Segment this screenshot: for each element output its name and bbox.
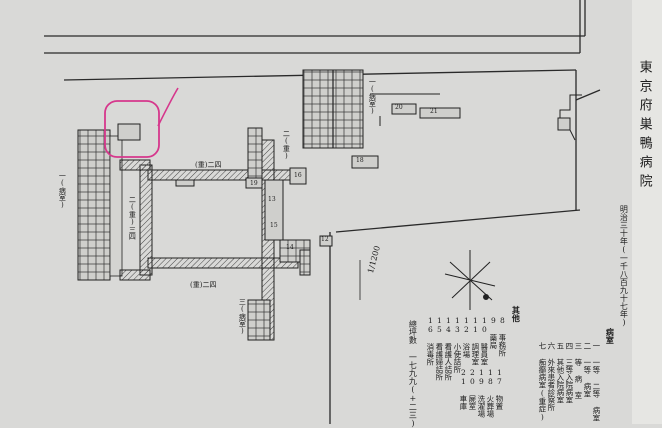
site-boundary bbox=[44, 0, 601, 424]
legend-misc-14: 21 車庫 bbox=[458, 368, 468, 410]
legend-misc-1: 8 事務所 bbox=[497, 316, 507, 357]
legend-room-2: 二 一等 病室 bbox=[582, 342, 592, 398]
legend-misc-3: 10 醫員室 bbox=[479, 316, 489, 366]
central-spine-buildings bbox=[247, 127, 311, 341]
map-title: 東京府巣鴨病院 bbox=[636, 60, 652, 193]
legend-misc-9: 16 消毒所 bbox=[425, 316, 435, 366]
legend-misc-5: 12 浴場 bbox=[461, 316, 471, 358]
room-number: 20 bbox=[395, 104, 403, 111]
legend-room-1: 一 一等 二等 病室 bbox=[591, 342, 601, 422]
legend-misc-4: 11 調理室 bbox=[470, 316, 480, 366]
legend-misc-11: 18 火葬場 bbox=[485, 368, 495, 418]
label-corridor-south: (重)二四 bbox=[190, 281, 217, 289]
legend-room-4: 四 三等入院病室 bbox=[564, 342, 574, 404]
legend-heading-rooms: 病室 bbox=[605, 328, 616, 344]
label-corridor-west: 二(重)三四 bbox=[128, 196, 137, 240]
room-number: 12 bbox=[321, 236, 329, 243]
room-number: 14 bbox=[286, 244, 294, 251]
room-number: 15 bbox=[270, 222, 278, 229]
legend-misc-7: 14 看護人詰所 bbox=[443, 316, 453, 381]
legend-misc-8: 15 看護婦詰所 bbox=[434, 316, 444, 381]
label-corridor-east: 二(重) bbox=[282, 130, 291, 160]
legend-misc-6: 13 小使詰所 bbox=[452, 316, 462, 373]
area-total: 總坪數 一七九九(+二三) bbox=[408, 320, 418, 428]
entrance-structure bbox=[557, 94, 582, 141]
room-number: 18 bbox=[356, 157, 364, 164]
map-subtitle: 明治三十年(一千八百九十七年) bbox=[619, 205, 629, 327]
legend-misc-10: 17 物置 bbox=[494, 368, 504, 410]
label-corridor-north: (重)二四 bbox=[195, 161, 222, 169]
legend-room-3: 三 等 病 室 bbox=[573, 342, 583, 399]
pink-annotation-circle bbox=[104, 87, 179, 158]
page-edge bbox=[632, 0, 662, 424]
room-number: 13 bbox=[268, 196, 276, 203]
legend-heading-misc: 其他 bbox=[511, 306, 522, 322]
room-number: 19 bbox=[250, 180, 258, 187]
legend-misc-12: 19 洗濯場 bbox=[476, 368, 486, 418]
legend-room-6: 六 外來患者診察所 bbox=[546, 342, 556, 411]
label-west-block: 一(病室) bbox=[58, 172, 67, 209]
label-north-block: 一(病室) bbox=[368, 78, 377, 115]
legend-room-7: 七 痴癲病室(重症) bbox=[537, 342, 547, 422]
room-number: 16 bbox=[294, 172, 302, 179]
west-ward-block bbox=[77, 129, 123, 281]
north-ward-block bbox=[302, 69, 364, 149]
label-south-block: 三(病室) bbox=[238, 298, 247, 335]
legend-misc-13: 20 屍室 bbox=[467, 368, 477, 410]
legend-misc-2: 9 藥局 bbox=[488, 316, 498, 349]
room-number: 21 bbox=[430, 108, 438, 115]
legend-room-5: 五 其他入院病室 bbox=[555, 342, 565, 404]
compass-rose bbox=[444, 250, 496, 310]
annex-buildings bbox=[175, 103, 461, 247]
